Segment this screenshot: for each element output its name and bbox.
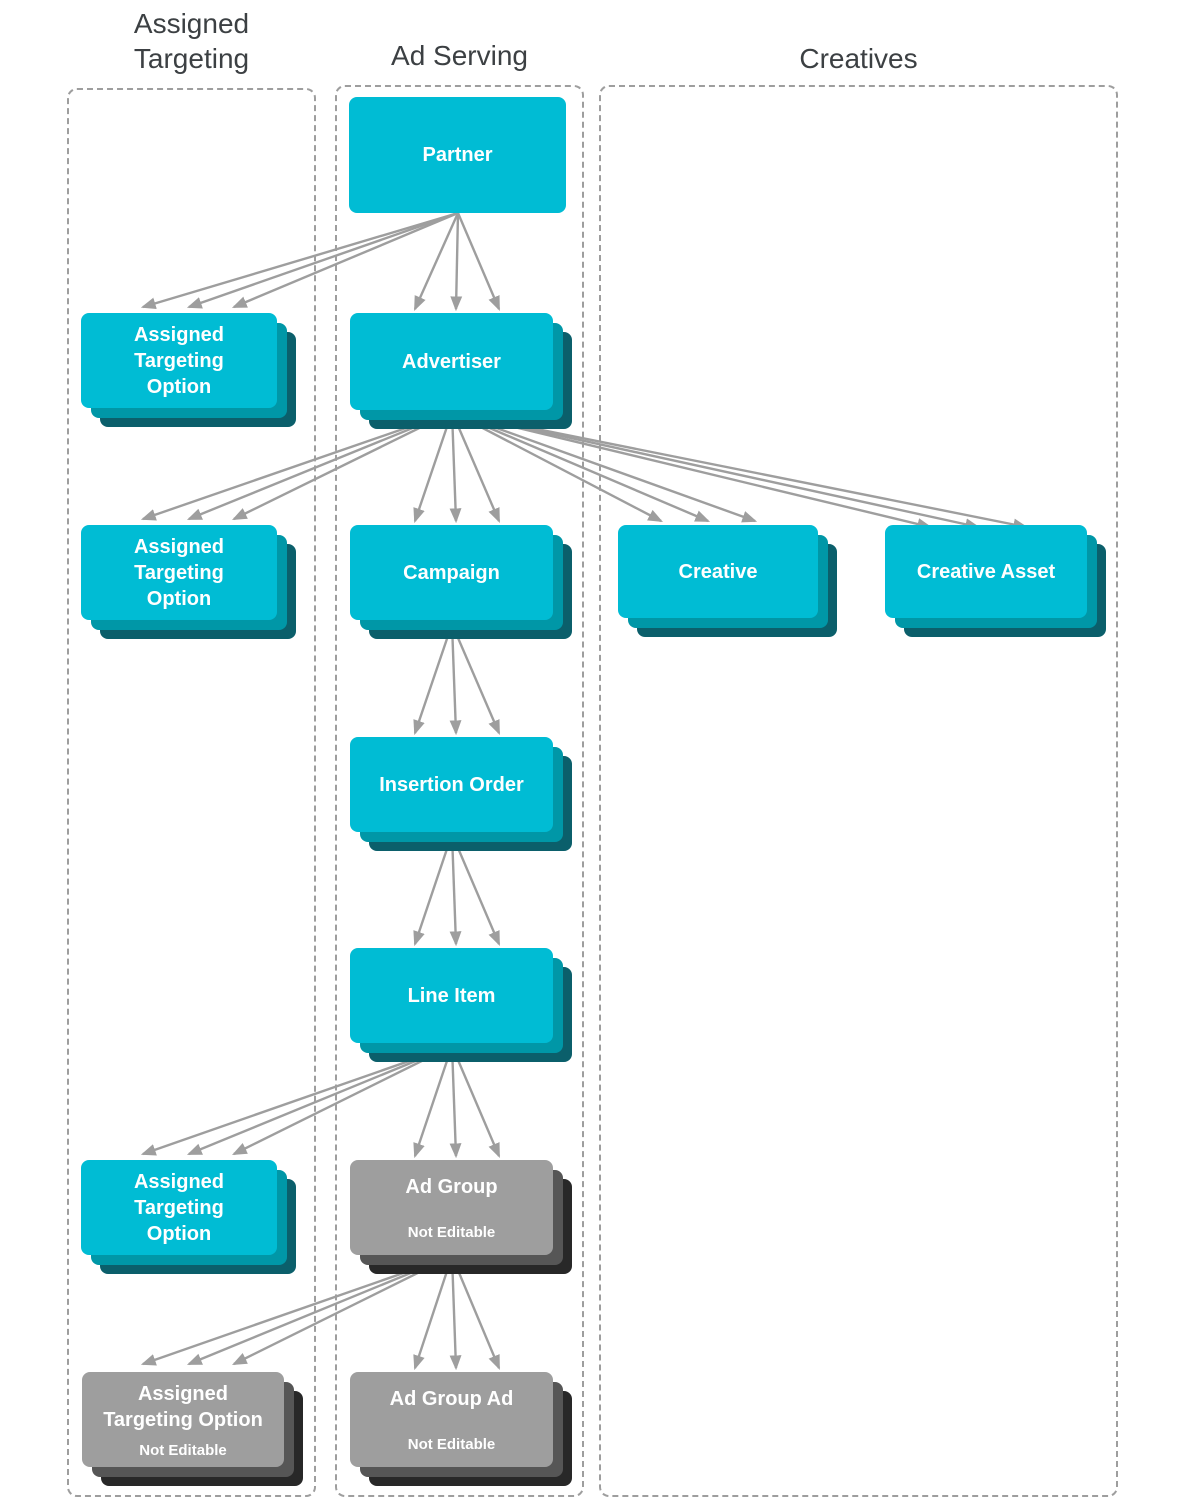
node-label: Ad Group [405, 1176, 498, 1198]
node-label: Creative [678, 560, 758, 583]
node-partner: Partner [349, 97, 566, 213]
node-label: Advertiser [402, 350, 501, 373]
node-sublabel-not-editable: Not Editable [407, 1224, 496, 1241]
node-label: Ad Group Ad [389, 1388, 514, 1410]
node-assigned-targeting-option-2: Assigned Targeting Option [81, 525, 277, 620]
node-sublabel-not-editable: Not Editable [407, 1436, 496, 1453]
node-ad-group: Ad Group Not Editable [350, 1160, 553, 1255]
node-advertiser: Advertiser [350, 313, 553, 410]
column-creatives [599, 85, 1118, 1497]
node-creative: Creative [618, 525, 818, 618]
column-assigned-targeting [67, 88, 316, 1497]
node-label: Assigned Targeting Option [133, 535, 225, 610]
node-ad-group-ad: Ad Group Ad Not Editable [350, 1372, 553, 1467]
node-assigned-targeting-option-3: Assigned Targeting Option [81, 1160, 277, 1255]
node-insertion-order: Insertion Order [350, 737, 553, 832]
node-label: Creative Asset [916, 560, 1056, 583]
node-campaign: Campaign [350, 525, 553, 620]
node-assigned-targeting-option-4: Assigned Targeting Option Not Editable [82, 1372, 284, 1467]
column-title-assigned-targeting: Assigned Targeting [133, 8, 250, 74]
node-label: Assigned Targeting Option [103, 1382, 263, 1431]
node-sublabel-not-editable: Not Editable [139, 1441, 227, 1459]
node-label: Assigned Targeting Option [133, 323, 225, 398]
node-label: Line Item [407, 984, 496, 1007]
node-creative-asset: Creative Asset [885, 525, 1087, 618]
node-label: Partner [422, 144, 493, 166]
node-line-item: Line Item [350, 948, 553, 1043]
column-title-ad-serving: Ad Serving [391, 40, 528, 71]
node-assigned-targeting-option-1: Assigned Targeting Option [81, 313, 277, 408]
node-label: Assigned Targeting Option [133, 1170, 225, 1245]
node-label: Campaign [403, 561, 500, 584]
column-ad-serving [335, 85, 584, 1497]
column-title-creatives: Creatives [799, 43, 918, 74]
node-label: Insertion Order [379, 773, 524, 796]
